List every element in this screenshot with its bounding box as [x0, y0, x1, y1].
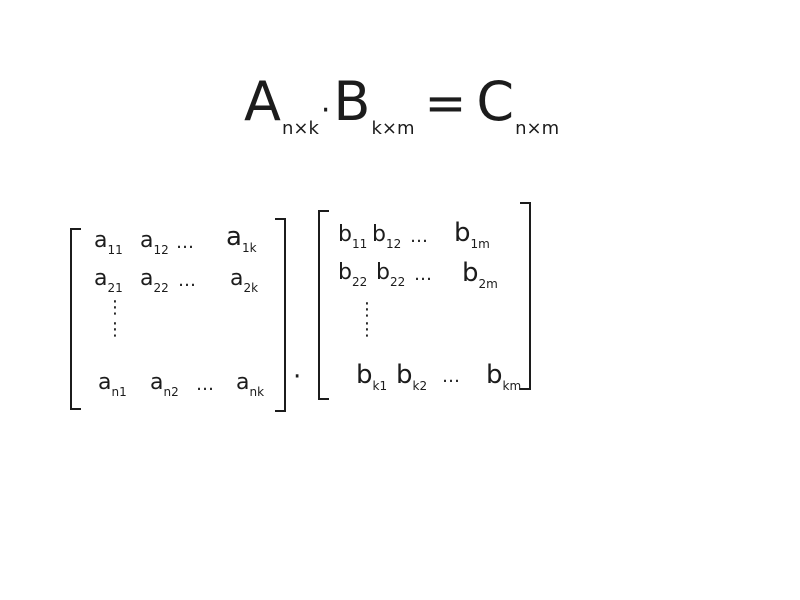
matrix-b-entry: b1m [454, 218, 490, 251]
matrix-b-ellipsis: … [442, 366, 461, 387]
matrix-b-entry: b11 [338, 222, 368, 251]
matrix-b-entry: b22 [376, 260, 406, 289]
matrix-b-entry: bkm [486, 360, 522, 393]
matrix-b-dimension: k×m [371, 118, 415, 139]
matrix-a-ellipsis: … [196, 374, 215, 395]
equals-sign: = [424, 74, 467, 132]
matrix-a-dimension: n×k [281, 118, 319, 139]
matrix-a-symbol: A [244, 70, 281, 133]
multiplication-dot: · [320, 93, 331, 128]
matrix-a-entry: a22 [140, 266, 169, 295]
matrix-a-entry: an2 [150, 370, 179, 399]
matrix-b-entry: b12 [372, 222, 402, 251]
matrix-a-ellipsis: … [178, 270, 197, 291]
matrix-b-ellipsis: … [410, 226, 429, 247]
matrix-c-dimension: n×m [515, 118, 560, 139]
matrix-a-entry: ank [236, 370, 265, 399]
matrix-b-entry: bk1 [356, 360, 388, 393]
matrix-a-entry: a12 [140, 228, 169, 257]
matrix-a-entry: a2k [230, 266, 259, 295]
matrix-b-vertical-ellipsis: ⋮ [358, 299, 376, 320]
matrix-b-left-bracket [318, 210, 329, 400]
matrix-a-left-bracket [70, 228, 81, 410]
matrix-b-entry: bk2 [396, 360, 428, 393]
matrix-b-vertical-ellipsis-2: ⋮ [358, 319, 376, 340]
matrix-a-entry: a11 [94, 228, 123, 257]
matrix-a-entry: an1 [98, 370, 127, 399]
matrix-a-right-bracket [275, 218, 286, 412]
matrix-a-ellipsis: … [176, 232, 195, 253]
matrix-a-entry: a21 [94, 266, 123, 295]
matrix-b-right-bracket [520, 202, 531, 390]
matrix-multiplication-dot: · [293, 362, 302, 392]
matrix-product-equation: An×k·Bk×m=Cn×m [244, 74, 564, 154]
matrix-c-symbol: C [476, 70, 515, 133]
matrix-b-entry: b22 [338, 260, 368, 289]
matrix-b-ellipsis: … [414, 264, 433, 285]
matrix-b-entry: b2m [462, 258, 498, 291]
matrix-b-symbol: B [333, 70, 371, 133]
matrix-a-entry: a1k [226, 222, 257, 255]
